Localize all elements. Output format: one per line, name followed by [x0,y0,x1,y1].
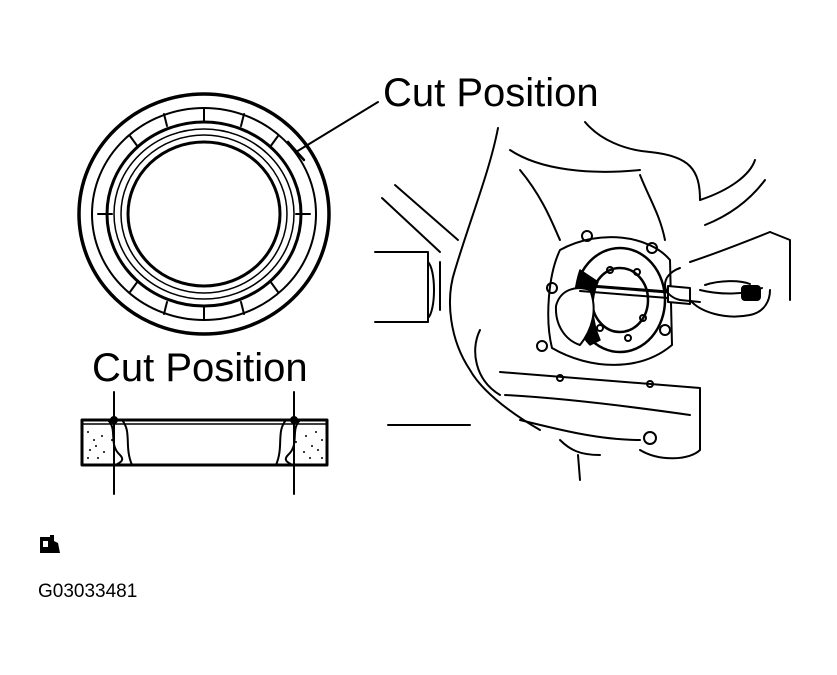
seal-ribs [97,107,311,321]
seal-tool-icon [40,535,60,553]
cut-position-label-top: Cut Position [383,71,599,115]
cut-position-label-section: Cut Position [92,346,308,390]
leader-line-top [295,101,379,153]
figure-code: G03033481 [38,581,138,602]
engine-illustration [374,121,791,481]
oil-seal-cross-section [80,391,329,495]
section-stipple [87,431,323,459]
oil-seal-front-view [77,92,331,336]
